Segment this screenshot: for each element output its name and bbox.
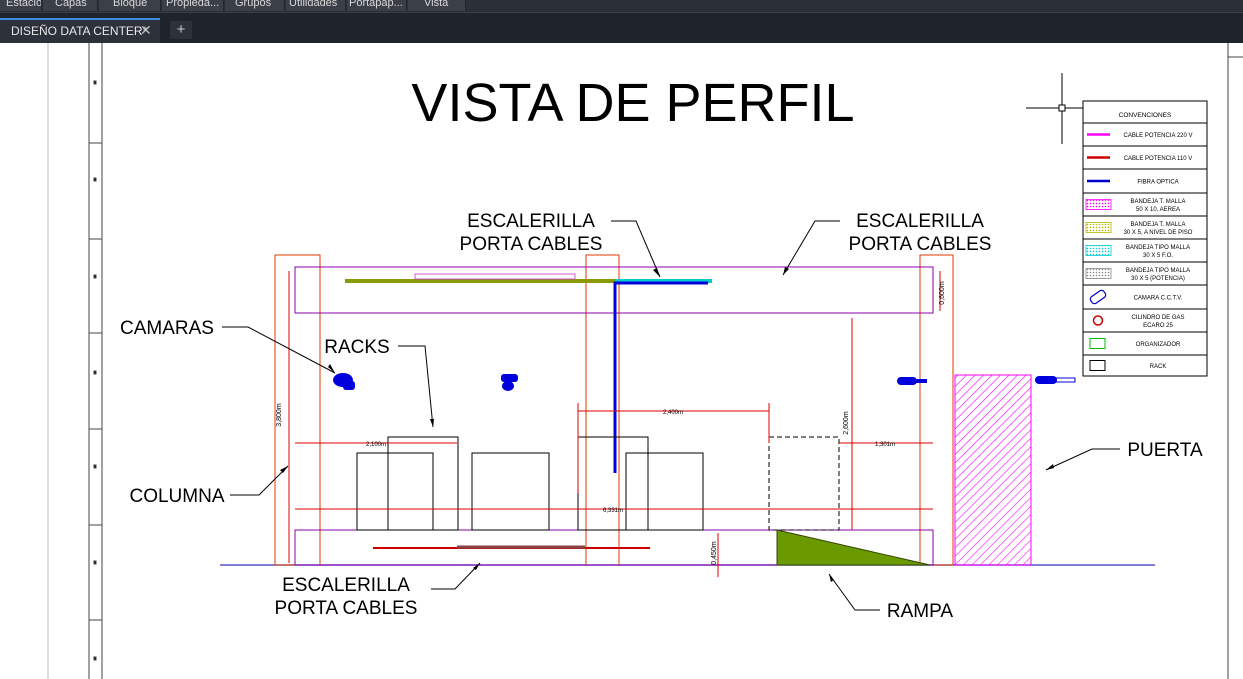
ribbon-tab-vista[interactable]: Vista	[408, 0, 466, 11]
label-escalerilla-bottom-1: ESCALERILLA	[282, 575, 410, 596]
rack-future	[768, 436, 840, 531]
legend-symbol-box	[1089, 360, 1106, 371]
camera-icon	[333, 373, 355, 390]
legend-label: 50 X 10, AEREA	[1136, 207, 1180, 213]
legend-symbol-hatch	[1085, 245, 1112, 256]
legend-symbol-hatch	[1085, 268, 1112, 279]
label-columna: COLUMNA	[129, 486, 224, 507]
dimension-lines	[288, 271, 941, 577]
dim-height-right: 2,600m	[843, 411, 850, 435]
fiber-tray	[615, 279, 712, 283]
ribbon-tab-propiedades[interactable]: Propieda...	[162, 0, 224, 11]
legend-label: 30 X 5 F.O.	[1143, 253, 1173, 259]
legend-label: BANDEJA TIPO MALLA	[1126, 268, 1190, 274]
ribbon-tab-capas[interactable]: Capas	[43, 0, 98, 11]
document-tab[interactable]: DISEÑO DATA CENTER* ✕	[0, 18, 160, 44]
camera-icon	[501, 374, 518, 391]
legend-title: CONVENCIONES	[1119, 112, 1172, 119]
fiber-optic-cable	[613, 281, 708, 473]
leader-arrowheads	[280, 267, 1054, 582]
label-racks: RACKS	[324, 337, 389, 358]
new-tab-button[interactable]: +	[170, 21, 192, 39]
legend-symbol-box	[1089, 338, 1106, 349]
legend-label: ECARO 25	[1143, 323, 1173, 329]
dim-total-span: 6,331m	[603, 508, 623, 514]
aerial-cable-tray	[345, 279, 615, 283]
dim-mid-span: 2,400m	[663, 410, 683, 416]
rack-3	[471, 452, 550, 531]
rack-1	[356, 452, 434, 531]
legend-label: CAMARA C.C.T.V.	[1134, 296, 1183, 302]
legend-label: 30 X 5 (POTENCIA)	[1131, 276, 1185, 282]
camera-icon	[897, 377, 927, 385]
leader-lines	[222, 220, 1120, 611]
label-puerta: PUERTA	[1127, 440, 1203, 461]
label-escalerilla-right-2: PORTA CABLES	[849, 234, 992, 255]
legend-label: CABLE POTENCIA 220 V	[1123, 133, 1192, 139]
dim-right-span: 1,301m	[875, 442, 895, 448]
door-hatch	[954, 374, 1032, 566]
ribbon-tab-portapapeles[interactable]: Portapap...	[347, 0, 407, 11]
legend-label: 30 X 5, A NIVEL DE PISO	[1124, 230, 1193, 236]
ribbon-tab-bloque[interactable]: Bloque	[99, 0, 161, 11]
camera-icon	[1035, 376, 1076, 384]
rack-4	[577, 436, 649, 531]
legend-symbol-gas-cylinder-icon	[1092, 315, 1104, 326]
dim-bottom-small: 0,450m	[711, 541, 718, 565]
legend-label: FIBRA OPTICA	[1137, 180, 1178, 186]
legend-symbol-hatch	[1085, 199, 1112, 210]
label-escalerilla-right-1: ESCALERILLA	[856, 211, 984, 232]
ribbon-tab-utilidades[interactable]: Utilidades	[286, 0, 346, 11]
legend-label: BANDEJA TIPO MALLA	[1126, 245, 1190, 251]
sheet-ticks	[89, 56, 1243, 661]
dim-height-left: 3,800m	[276, 403, 283, 427]
ribbon-tab-strip: Estación Capas Bloque Propieda... Grupos…	[0, 0, 1243, 12]
rack-2	[387, 436, 459, 531]
legend-rows: CABLE POTENCIA 220 V CABLE POTENCIA 110 V…	[1083, 122, 1207, 371]
close-icon[interactable]: ✕	[140, 22, 152, 38]
document-tab-bar: DISEÑO DATA CENTER* ✕ +	[0, 12, 1243, 44]
dim-rack-span: 2,100m	[366, 442, 386, 448]
legend-symbol-camera-icon	[1089, 289, 1107, 305]
legend-label: ORGANIZADOR	[1136, 342, 1181, 348]
legend-symbol-hatch	[1085, 222, 1112, 233]
ramp	[776, 529, 931, 566]
legend-label: BANDEJA T. MALLA	[1131, 199, 1186, 205]
document-tab-title: DISEÑO DATA CENTER*	[11, 24, 148, 38]
legend-label: CILINDRO DE GAS	[1131, 315, 1184, 321]
ribbon-tab-grupos[interactable]: Grupos	[225, 0, 285, 11]
ribbon-tab-estacion[interactable]: Estación	[0, 0, 42, 11]
label-escalerilla-left-1: ESCALERILLA	[467, 211, 595, 232]
label-escalerilla-bottom-2: PORTA CABLES	[275, 598, 418, 619]
aerial-tray-top	[414, 273, 576, 280]
label-camaras: CAMARAS	[120, 318, 214, 339]
legend-label: CABLE POTENCIA 110 V	[1124, 156, 1193, 162]
drawing-canvas[interactable]: VISTA DE PERFIL	[0, 43, 1243, 679]
legend-label: RACK	[1150, 364, 1167, 370]
legend-label: BANDEJA T. MALLA	[1131, 222, 1186, 228]
rack-5	[625, 452, 704, 531]
dim-top-right: 0,600m	[939, 281, 946, 305]
column-right	[919, 254, 954, 566]
drawing-title: VISTA DE PERFIL	[411, 73, 854, 133]
label-escalerilla-left-2: PORTA CABLES	[460, 234, 603, 255]
label-rampa: RAMPA	[887, 601, 953, 622]
drawing-svg: VISTA DE PERFIL	[47, 43, 1243, 679]
